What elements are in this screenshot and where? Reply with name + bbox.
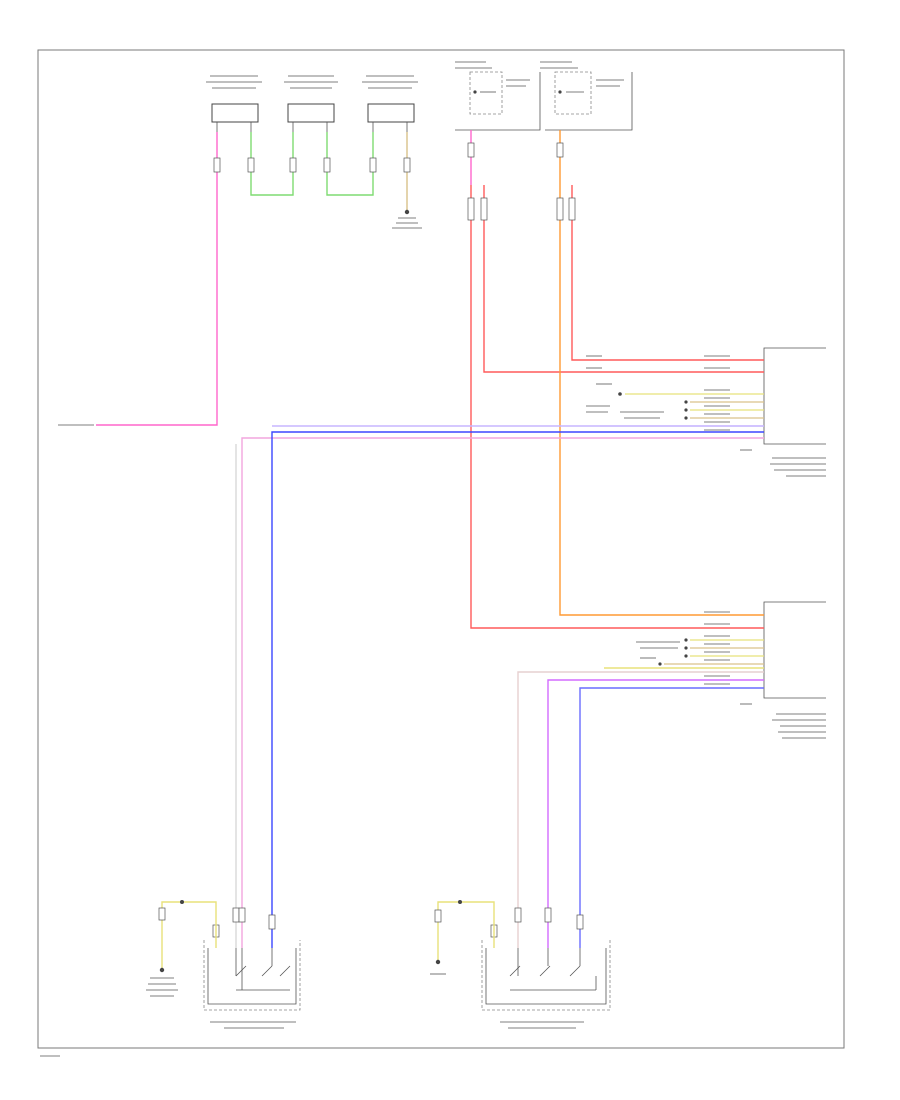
ground-icon [435,959,441,965]
sensor-ground [392,209,422,229]
sensor-label-marks [206,75,418,89]
fuse-block-2 [540,61,633,131]
wire-red-module-2 [470,185,764,629]
sensor-group [206,75,418,132]
module-2 [763,601,826,739]
wire-pink-sensor-1 [96,132,218,426]
sensor-pins [216,122,408,132]
switch-unit-1-ground-wire [161,901,217,968]
switch-unit-1-wires [235,425,764,948]
splice-icon [180,900,184,904]
sensor-1-housing [211,103,259,123]
switch-unit-2-wires [517,667,764,948]
wire-red-module-1 [483,185,764,373]
module-1 [763,347,826,477]
wire-orange-fuse-2 [559,130,764,616]
module-1-wire-tags [578,355,752,451]
power-wire-connectors [467,142,576,221]
splice-icon [458,900,462,904]
wire-white-switch-2 [517,671,764,948]
wire-red-module-1-b [571,185,764,361]
fuse-icon [558,90,562,94]
fuse-block-1 [455,61,541,131]
sensor-2-housing [287,103,335,123]
diagram-frame [37,49,845,1049]
wire-green-sensor-link-2 [326,132,374,196]
sensor-3-housing [367,103,415,123]
wire-green-sensor-link-1 [250,132,294,196]
ground-icon [404,209,410,215]
module-1-wires [600,393,764,427]
wire-light-pink-switch-1 [241,437,764,948]
module-2-wire-tags [628,611,752,705]
switch-unit-2 [481,907,611,1029]
switch-unit-2-ground-wire [437,901,495,960]
ground-label-marks [146,977,178,997]
switch-unit-1 [203,907,301,1029]
module-2-wires [664,639,764,665]
ground-icon [159,967,165,973]
sensor-wires [96,132,408,426]
wire-blue-switch-2 [579,687,764,948]
fuse-icon [473,90,477,94]
wire-blue-switch-1 [271,431,764,948]
sensor-wire-connectors [213,157,411,173]
wire-violet-switch-2 [547,679,764,948]
power-wires [470,130,764,629]
